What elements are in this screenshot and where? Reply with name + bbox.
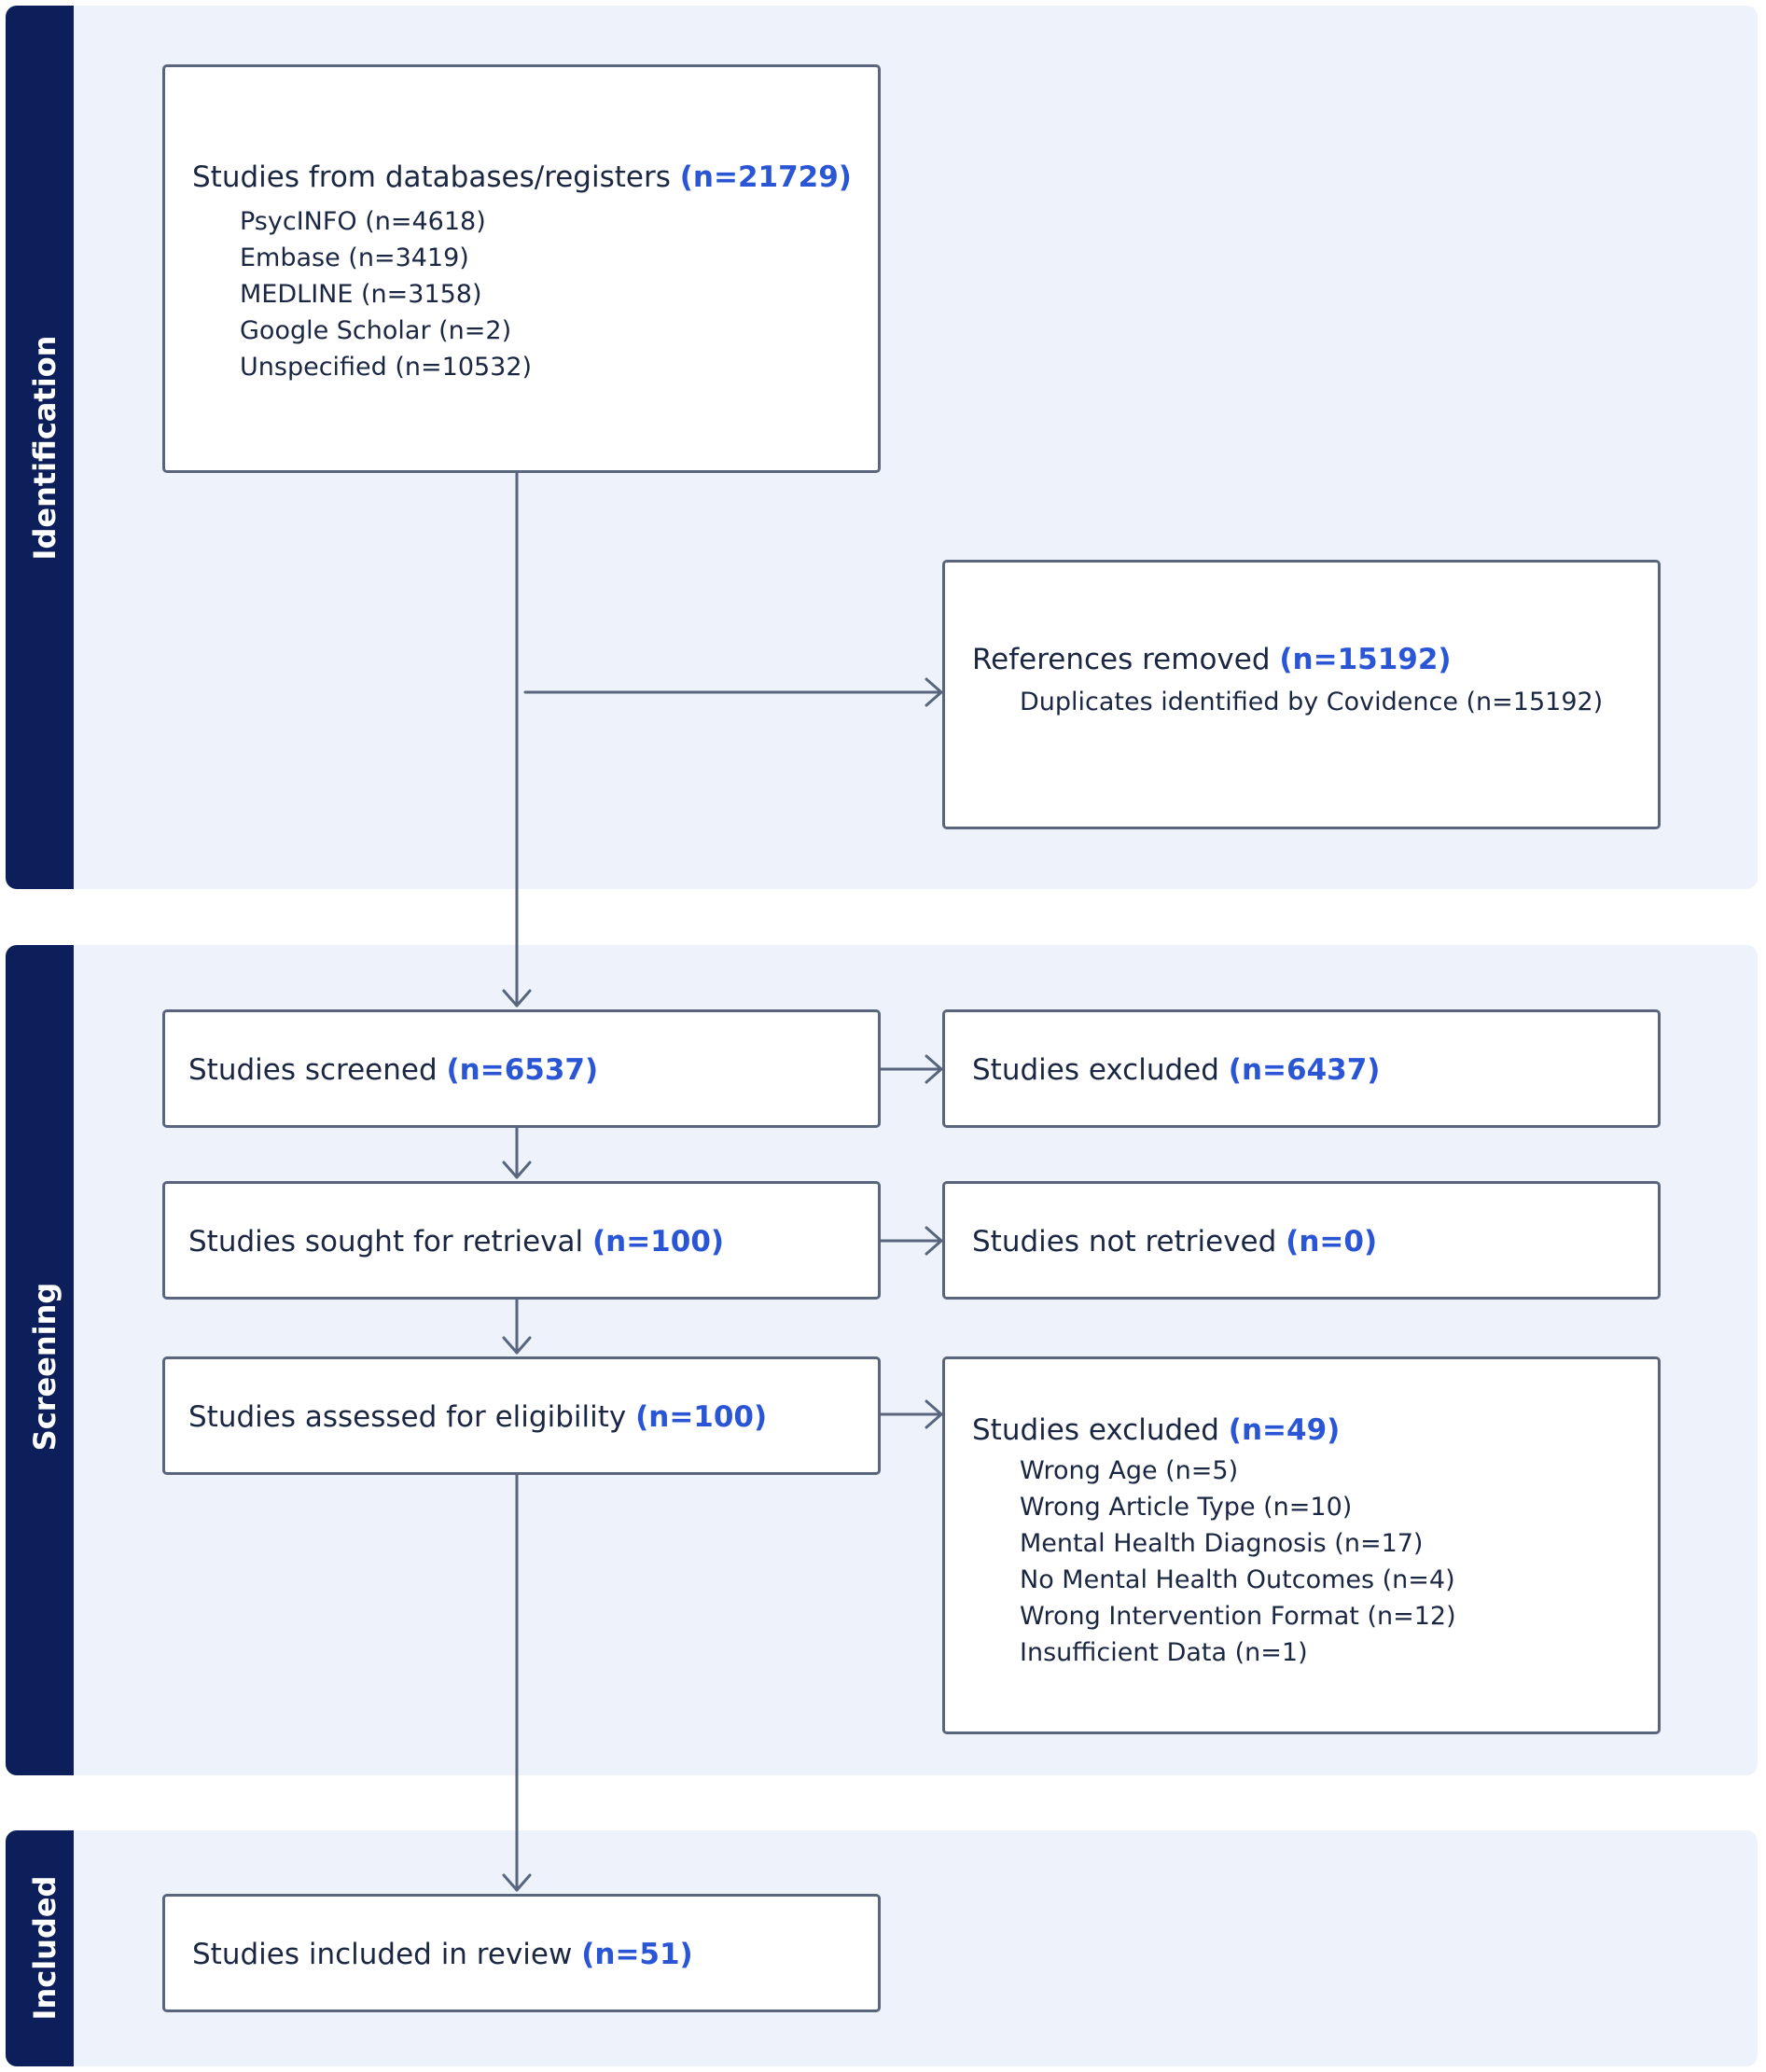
list-item: MEDLINE (n=3158)	[240, 280, 482, 309]
excluded-screening-count: (n=6437)	[1228, 1053, 1381, 1087]
databases-box: Studies from databases/registers (n=2172…	[162, 64, 881, 473]
included-title-text: Studies included in review	[192, 1938, 573, 1971]
assessed-title-text: Studies assessed for eligibility	[188, 1400, 627, 1434]
not-retrieved-title: Studies not retrieved (n=0)	[972, 1225, 1377, 1258]
arrowhead-sought	[502, 1161, 532, 1179]
identification-bar	[6, 6, 74, 889]
arrowhead-excluded-screening	[925, 1054, 943, 1084]
screened-title-text: Studies screened	[188, 1053, 438, 1087]
list-item: Duplicates identified by Covidence (n=15…	[1020, 688, 1604, 716]
arrowhead-included	[502, 1873, 532, 1892]
included-box: Studies included in review (n=51)	[162, 1894, 881, 2012]
excluded-eligibility-title: Studies excluded (n=49)	[972, 1413, 1340, 1447]
assessed-box: Studies assessed for eligibility (n=100)	[162, 1356, 881, 1475]
screened-count: (n=6537)	[446, 1053, 599, 1087]
excluded-screening-title: Studies excluded (n=6437)	[972, 1053, 1380, 1087]
removed-title: References removed (n=15192)	[972, 643, 1452, 676]
excluded-screening-box: Studies excluded (n=6437)	[942, 1009, 1661, 1128]
sought-title: Studies sought for retrieval (n=100)	[188, 1225, 724, 1258]
databases-list: PsycINFO (n=4618) Embase (n=3419) MEDLIN…	[240, 203, 532, 385]
list-item: Embase (n=3419)	[240, 243, 469, 272]
list-item: Mental Health Diagnosis (n=17)	[1020, 1529, 1424, 1558]
not-retrieved-box: Studies not retrieved (n=0)	[942, 1181, 1661, 1300]
databases-count: (n=21729)	[679, 160, 852, 194]
list-item: Google Scholar (n=2)	[240, 316, 512, 345]
removed-box: References removed (n=15192) Duplicates …	[942, 560, 1661, 829]
exclusion-reasons-list: Wrong Age (n=5) Wrong Article Type (n=10…	[1020, 1453, 1456, 1671]
list-item: No Mental Health Outcomes (n=4)	[1020, 1565, 1455, 1594]
excluded-eligibility-count: (n=49)	[1228, 1413, 1341, 1447]
list-item: PsycINFO (n=4618)	[240, 207, 486, 236]
excluded-eligibility-box: Studies excluded (n=49) Wrong Age (n=5) …	[942, 1356, 1661, 1734]
list-item: Unspecified (n=10532)	[240, 353, 533, 382]
included-bar	[6, 1830, 74, 2066]
removed-count: (n=15192)	[1279, 643, 1452, 676]
assessed-title: Studies assessed for eligibility (n=100)	[188, 1400, 767, 1434]
arrowhead-screened	[502, 989, 532, 1008]
removed-list: Duplicates identified by Covidence (n=15…	[1020, 684, 1603, 720]
not-retrieved-count: (n=0)	[1286, 1225, 1378, 1258]
excluded-eligibility-title-text: Studies excluded	[972, 1413, 1219, 1447]
list-item: Wrong Age (n=5)	[1020, 1456, 1239, 1485]
not-retrieved-title-text: Studies not retrieved	[972, 1225, 1277, 1258]
included-title: Studies included in review (n=51)	[192, 1938, 693, 1971]
arrowhead-removed	[925, 677, 943, 707]
sought-count: (n=100)	[591, 1225, 725, 1258]
sought-box: Studies sought for retrieval (n=100)	[162, 1181, 881, 1300]
assessed-count: (n=100)	[635, 1400, 768, 1434]
list-item: Wrong Article Type (n=10)	[1020, 1493, 1353, 1522]
list-item: Wrong Intervention Format (n=12)	[1020, 1602, 1456, 1631]
screened-box: Studies screened (n=6537)	[162, 1009, 881, 1128]
screening-bar	[6, 945, 74, 1775]
sought-title-text: Studies sought for retrieval	[188, 1225, 584, 1258]
list-item: Insufficient Data (n=1)	[1020, 1638, 1308, 1667]
screened-title: Studies screened (n=6537)	[188, 1053, 598, 1087]
excluded-screening-title-text: Studies excluded	[972, 1053, 1219, 1087]
arrowhead-excluded-eligibility	[925, 1399, 943, 1429]
databases-title-text: Studies from databases/registers	[192, 160, 671, 194]
included-count: (n=51)	[581, 1938, 693, 1971]
arrowhead-assessed	[502, 1336, 532, 1355]
arrowhead-not-retrieved	[925, 1226, 943, 1256]
databases-title: Studies from databases/registers (n=2172…	[192, 160, 852, 194]
removed-title-text: References removed	[972, 643, 1271, 676]
